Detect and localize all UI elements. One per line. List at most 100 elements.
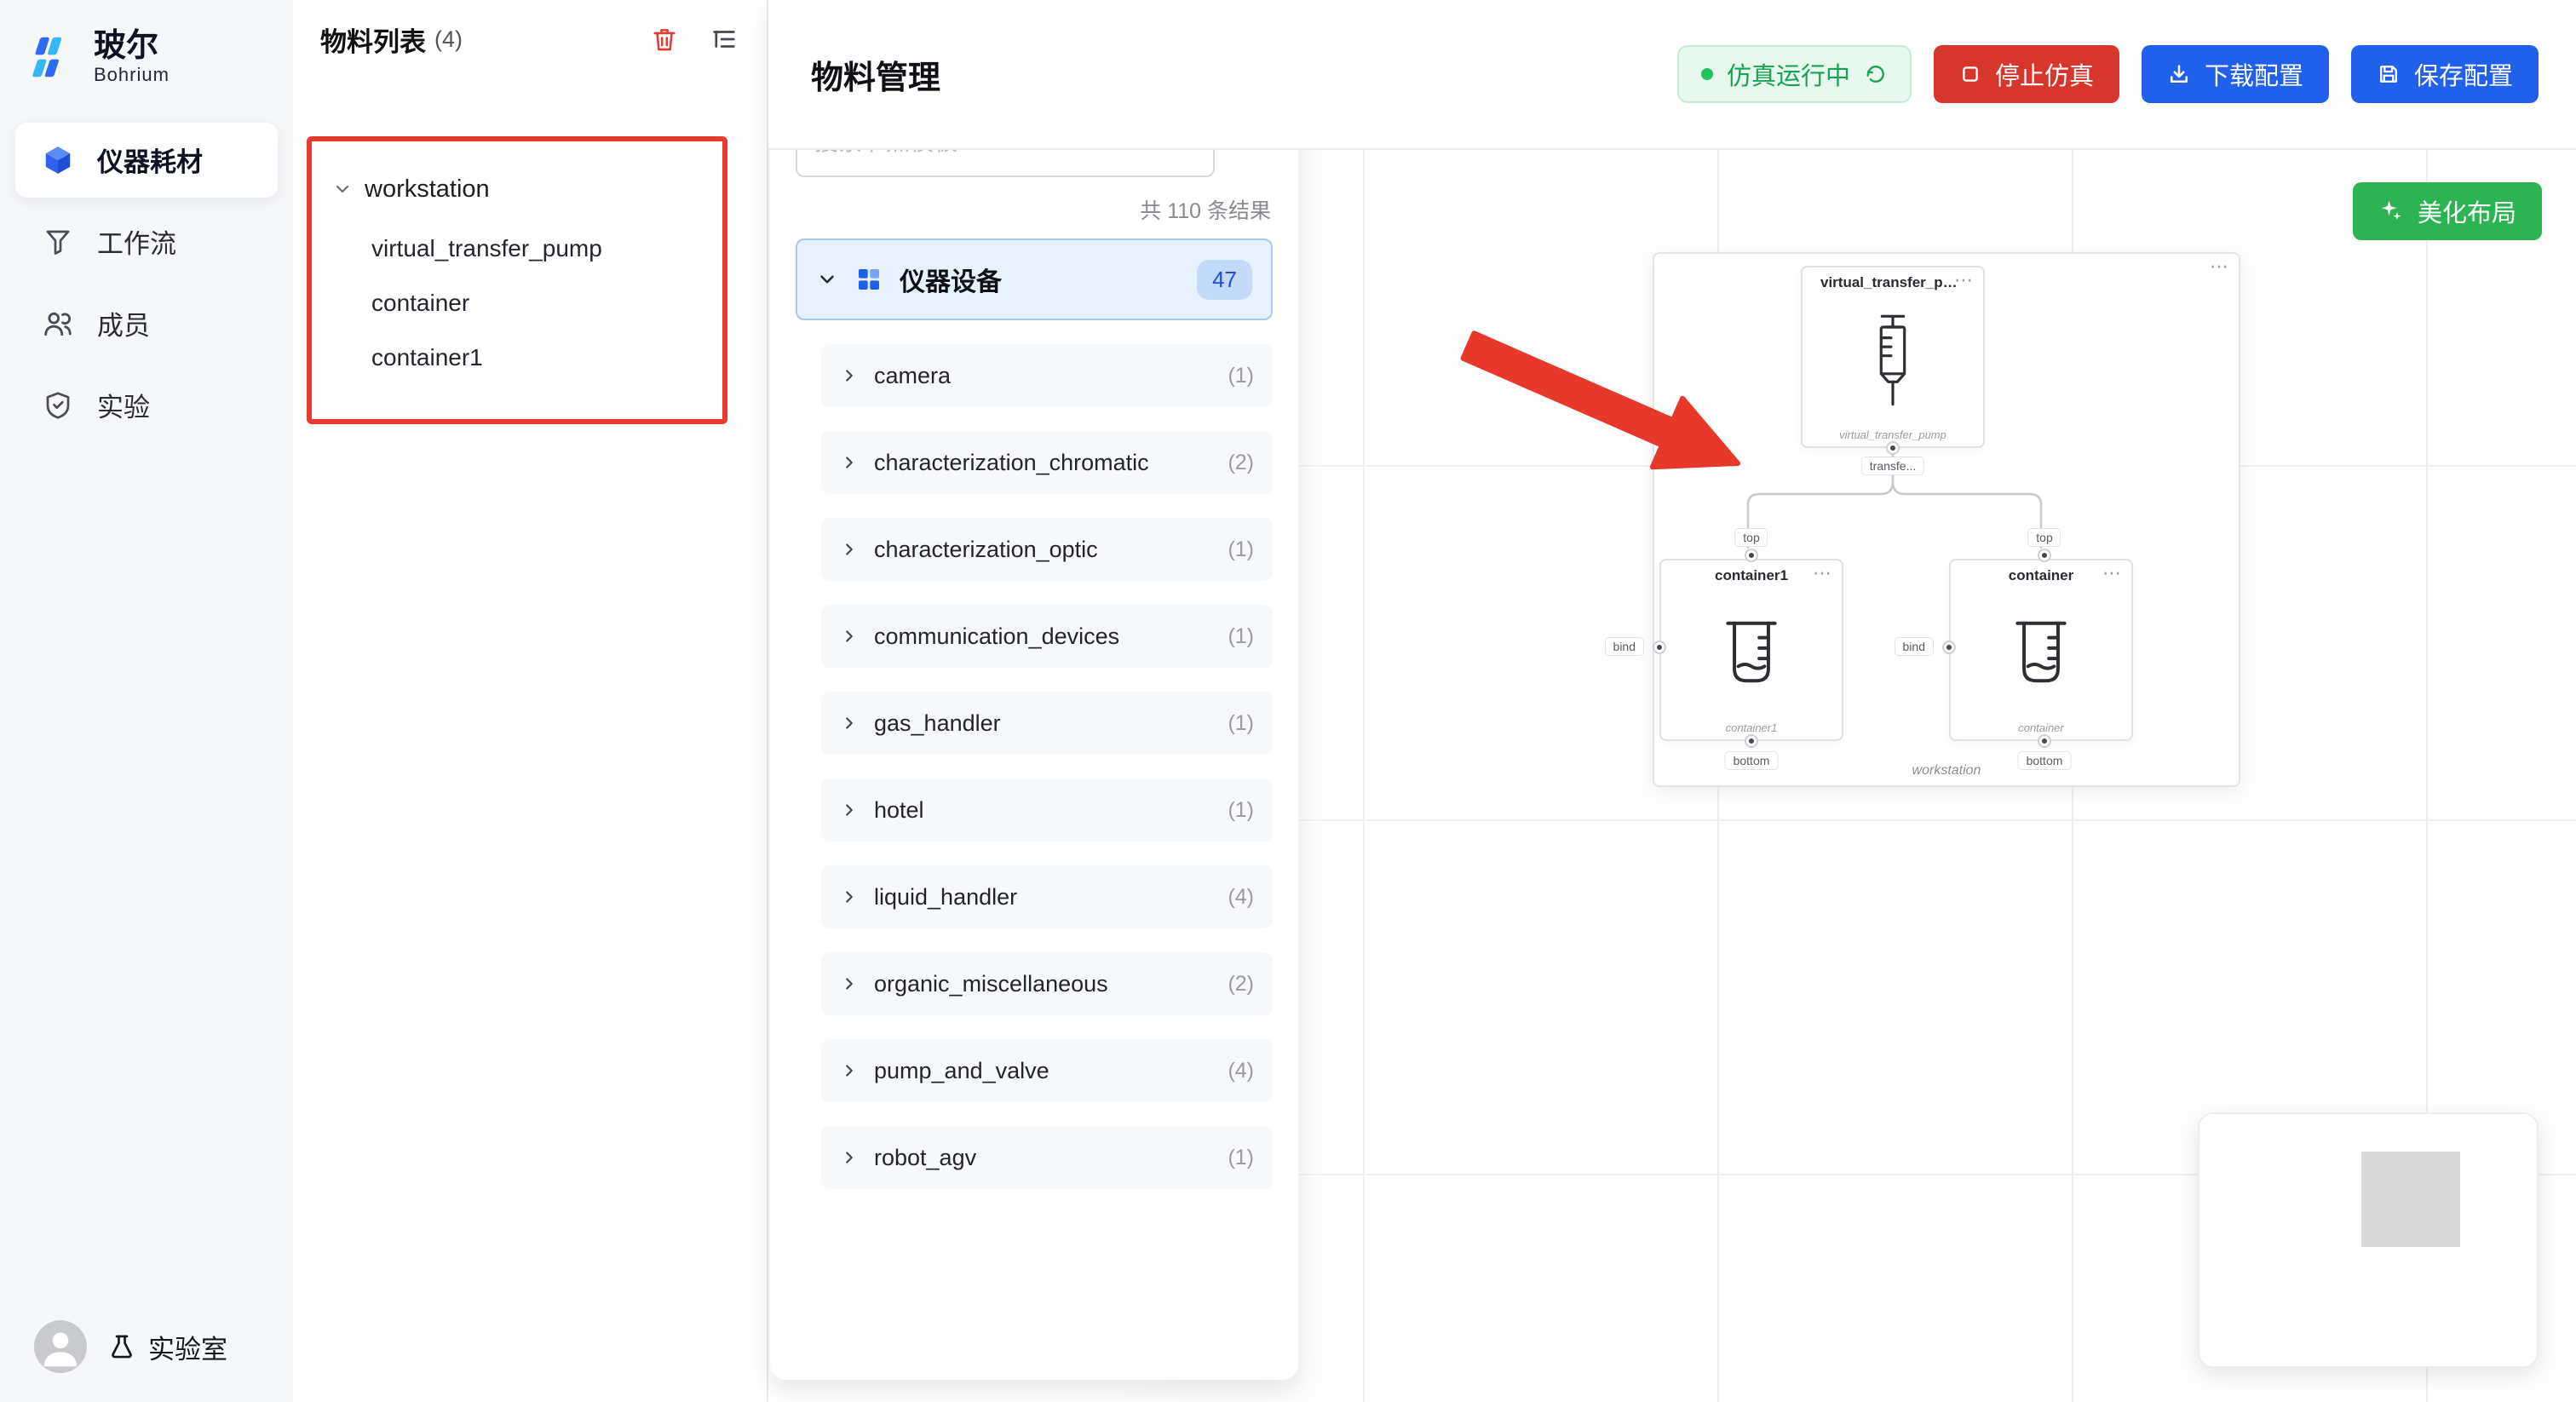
tree-node-label: container	[371, 290, 470, 316]
main-header: 物料管理 仿真运行中	[768, 0, 2576, 150]
sidebar-item-experiments[interactable]: 实验	[15, 368, 278, 443]
template-item-count: (1)	[1228, 710, 1254, 735]
port-container1-bottom[interactable]	[1746, 736, 1757, 746]
syringe-icon	[1866, 291, 1920, 428]
template-item-liquid-handler[interactable]: liquid_handler (4)	[821, 865, 1273, 928]
brand-title: 玻尔	[94, 28, 159, 64]
members-icon	[41, 307, 75, 341]
template-item-camera[interactable]: camera (1)	[821, 344, 1273, 407]
node-container1[interactable]: container1 ⋯ container1	[1659, 559, 1843, 741]
status-dot	[1700, 68, 1713, 80]
node-sublabel: container1	[1725, 721, 1778, 734]
template-item-characterization-chromatic[interactable]: characterization_chromatic (2)	[821, 431, 1273, 494]
sidebar-item-label: 仪器耗材	[97, 147, 203, 178]
template-item-characterization-optic[interactable]: characterization_optic (1)	[821, 518, 1273, 581]
materials-title: 物料列表	[320, 26, 426, 57]
template-item-pump-and-valve[interactable]: pump_and_valve (4)	[821, 1039, 1273, 1102]
sidebar: 玻尔 Bohrium 仪器耗材	[0, 0, 293, 1402]
template-item-label: camera	[874, 362, 952, 388]
sidebar-item-members[interactable]: 成员	[15, 286, 278, 361]
beautify-button-label: 美化布局	[2417, 200, 2516, 227]
node-menu-dots[interactable]: ⋯	[2102, 562, 2123, 583]
template-item-label: robot_agv	[874, 1144, 977, 1170]
node-sublabel: container	[2018, 721, 2064, 734]
template-item-label: liquid_handler	[874, 883, 1018, 910]
port-container1-bind[interactable]	[1654, 642, 1665, 652]
template-item-robot-agv[interactable]: robot_agv (1)	[821, 1126, 1273, 1189]
simulation-status-badge[interactable]: 仿真运行中	[1676, 45, 1912, 103]
flask-icon	[107, 1332, 136, 1361]
refresh-icon[interactable]	[1864, 62, 1888, 86]
search-results-count: 共 110 条结果	[1140, 199, 1271, 223]
main-area: 物料管理 仿真运行中	[768, 0, 2576, 1402]
workstation-group-node[interactable]: ⋯ virtual_transfer_pump ⋯	[1604, 252, 2240, 787]
sidebar-item-instruments[interactable]: 仪器耗材	[15, 122, 278, 198]
user-avatar[interactable]	[34, 1320, 87, 1373]
lab-link[interactable]: 实验室	[107, 1328, 227, 1366]
template-item-label: characterization_chromatic	[874, 449, 1149, 475]
chevron-right-icon	[840, 714, 859, 733]
port-container-bottom[interactable]	[2039, 736, 2050, 746]
node-menu-dots[interactable]: ⋯	[1813, 562, 1833, 583]
save-button-label: 保存配置	[2413, 63, 2513, 90]
tree-node-child[interactable]: container	[293, 276, 767, 330]
materials-header: 物料列表 (4)	[293, 0, 767, 78]
delete-icon[interactable]	[646, 20, 683, 58]
sparkles-icon	[2378, 198, 2404, 224]
save-icon	[2377, 62, 2401, 86]
template-item-count: (4)	[1228, 884, 1254, 909]
download-icon	[2167, 62, 2191, 86]
port-pump-bottom[interactable]	[1888, 443, 1898, 453]
port-container1-top[interactable]	[1746, 550, 1757, 560]
status-label: 仿真运行中	[1726, 63, 1850, 90]
template-item-count: (1)	[1228, 363, 1254, 388]
sidebar-item-label: 工作流	[97, 229, 176, 260]
tree-node-child[interactable]: virtual_transfer_pump	[293, 221, 767, 276]
tree-view-icon[interactable]	[705, 20, 743, 58]
brand[interactable]: 玻尔 Bohrium	[0, 0, 293, 123]
node-container[interactable]: container ⋯ container	[1949, 559, 2133, 741]
sidebar-item-workflow[interactable]: 工作流	[15, 204, 278, 279]
template-item-count: (1)	[1228, 623, 1254, 648]
port-label-transfer: transfe...	[1860, 457, 1925, 475]
chevron-down-icon	[332, 179, 353, 199]
template-item-communication-devices[interactable]: communication_devices (1)	[821, 605, 1273, 668]
category-label: 仪器设备	[900, 268, 1002, 296]
category-instrument-devices[interactable]: 仪器设备 47	[796, 238, 1273, 320]
tree-node-workstation[interactable]: workstation	[293, 162, 767, 216]
port-container-bind[interactable]	[1944, 642, 1954, 652]
chevron-right-icon	[840, 627, 859, 646]
save-config-button[interactable]: 保存配置	[2350, 45, 2539, 103]
node-menu-dots[interactable]: ⋯	[1954, 269, 1975, 290]
template-item-hotel[interactable]: hotel (1)	[821, 779, 1273, 842]
stop-simulation-button[interactable]: 停止仿真	[1933, 45, 2119, 103]
template-item-gas-handler[interactable]: gas_handler (1)	[821, 692, 1273, 755]
download-config-button[interactable]: 下载配置	[2141, 45, 2329, 103]
template-list: camera (1) characterization_chromatic (2…	[796, 344, 1273, 1189]
tree-node-child[interactable]: container1	[293, 330, 767, 385]
node-title: container1	[1715, 567, 1788, 583]
chevron-right-icon	[840, 1061, 859, 1080]
group-menu-dots[interactable]: ⋯	[2210, 256, 2230, 277]
download-button-label: 下载配置	[2204, 63, 2303, 90]
beautify-layout-button[interactable]: 美化布局	[2352, 182, 2542, 240]
node-title: virtual_transfer_pump	[1820, 274, 1965, 290]
port-label-bind: bind	[1604, 637, 1644, 656]
chevron-down-icon	[816, 268, 838, 290]
grid-icon	[855, 266, 883, 293]
chevron-right-icon	[840, 1148, 859, 1167]
port-container-top[interactable]	[2039, 550, 2050, 560]
template-item-organic-miscellaneous[interactable]: organic_miscellaneous (2)	[821, 952, 1273, 1015]
node-title: container	[2008, 567, 2074, 583]
port-label-bottom: bottom	[2017, 751, 2072, 770]
shield-icon	[41, 388, 75, 422]
chevron-right-icon	[840, 801, 859, 819]
brand-subtitle: Bohrium	[94, 63, 170, 85]
minimap[interactable]	[2198, 1112, 2539, 1368]
minimap-viewport[interactable]	[2361, 1152, 2460, 1247]
group-label: workstation	[1912, 763, 1981, 778]
template-item-label: gas_handler	[874, 710, 1001, 736]
sidebar-item-label: 实验	[97, 393, 150, 423]
materials-panel: 物料列表 (4)	[293, 0, 768, 1402]
node-virtual-transfer-pump[interactable]: virtual_transfer_pump ⋯ virtual_transfer…	[1801, 266, 1985, 448]
